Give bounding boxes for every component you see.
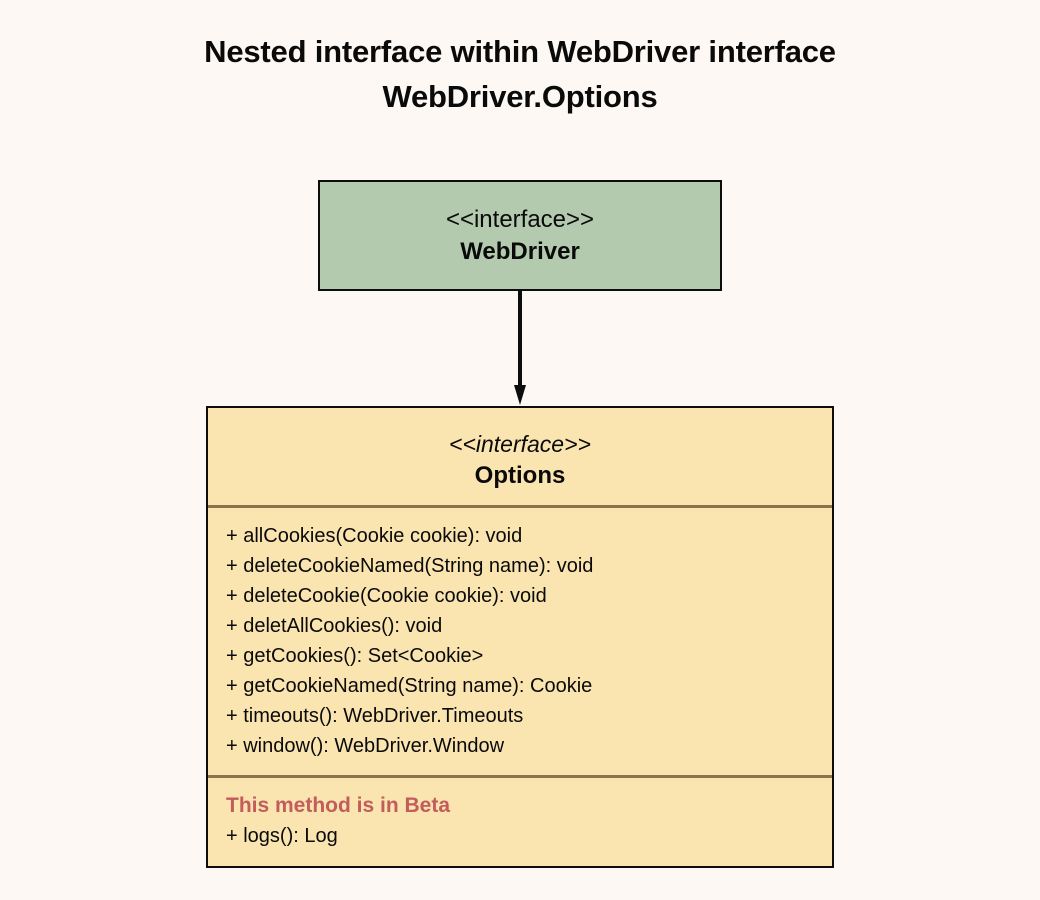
- options-method-list: + allCookies(Cookie cookie): void + dele…: [208, 508, 832, 775]
- options-header: <<interface>> Options: [208, 408, 832, 505]
- webdriver-stereotype: <<interface>>: [445, 206, 595, 234]
- options-stereotype: <<interface>>: [449, 431, 591, 457]
- webdriver-class-name: WebDriver: [460, 237, 580, 265]
- method-row: + timeouts(): WebDriver.Timeouts: [226, 705, 524, 728]
- options-beta-section: This method is in Beta + logs(): Log: [208, 778, 832, 861]
- method-row: + getCookieNamed(String name): Cookie: [226, 675, 593, 698]
- method-row: + deleteCookie(Cookie cookie): void: [226, 585, 547, 608]
- page-title: Nested interface within WebDriver interf…: [0, 30, 1040, 120]
- method-row: + getCookies(): Set<Cookie>: [226, 645, 484, 668]
- page-title-line-2: WebDriver.Options: [382, 78, 658, 114]
- method-row: + window(): WebDriver.Window: [226, 735, 505, 758]
- options-class-name: Options: [474, 462, 566, 490]
- page-title-line-1: Nested interface within WebDriver interf…: [204, 34, 836, 69]
- beta-note: This method is in Beta: [226, 794, 451, 818]
- beta-method-row: + logs(): Log: [226, 825, 338, 848]
- uml-class-webdriver: <<interface>> WebDriver: [318, 180, 722, 291]
- nesting-arrow-connector: [514, 291, 526, 406]
- divider-methods-beta: [208, 775, 832, 779]
- method-row: + deleteCookieNamed(String name): void: [226, 555, 594, 578]
- divider-header-methods: [208, 505, 832, 509]
- uml-class-options: <<interface>> Options + allCookies(Cooki…: [206, 406, 834, 868]
- method-row: + allCookies(Cookie cookie): void: [226, 525, 523, 548]
- method-row: + deletAllCookies(): void: [226, 615, 443, 638]
